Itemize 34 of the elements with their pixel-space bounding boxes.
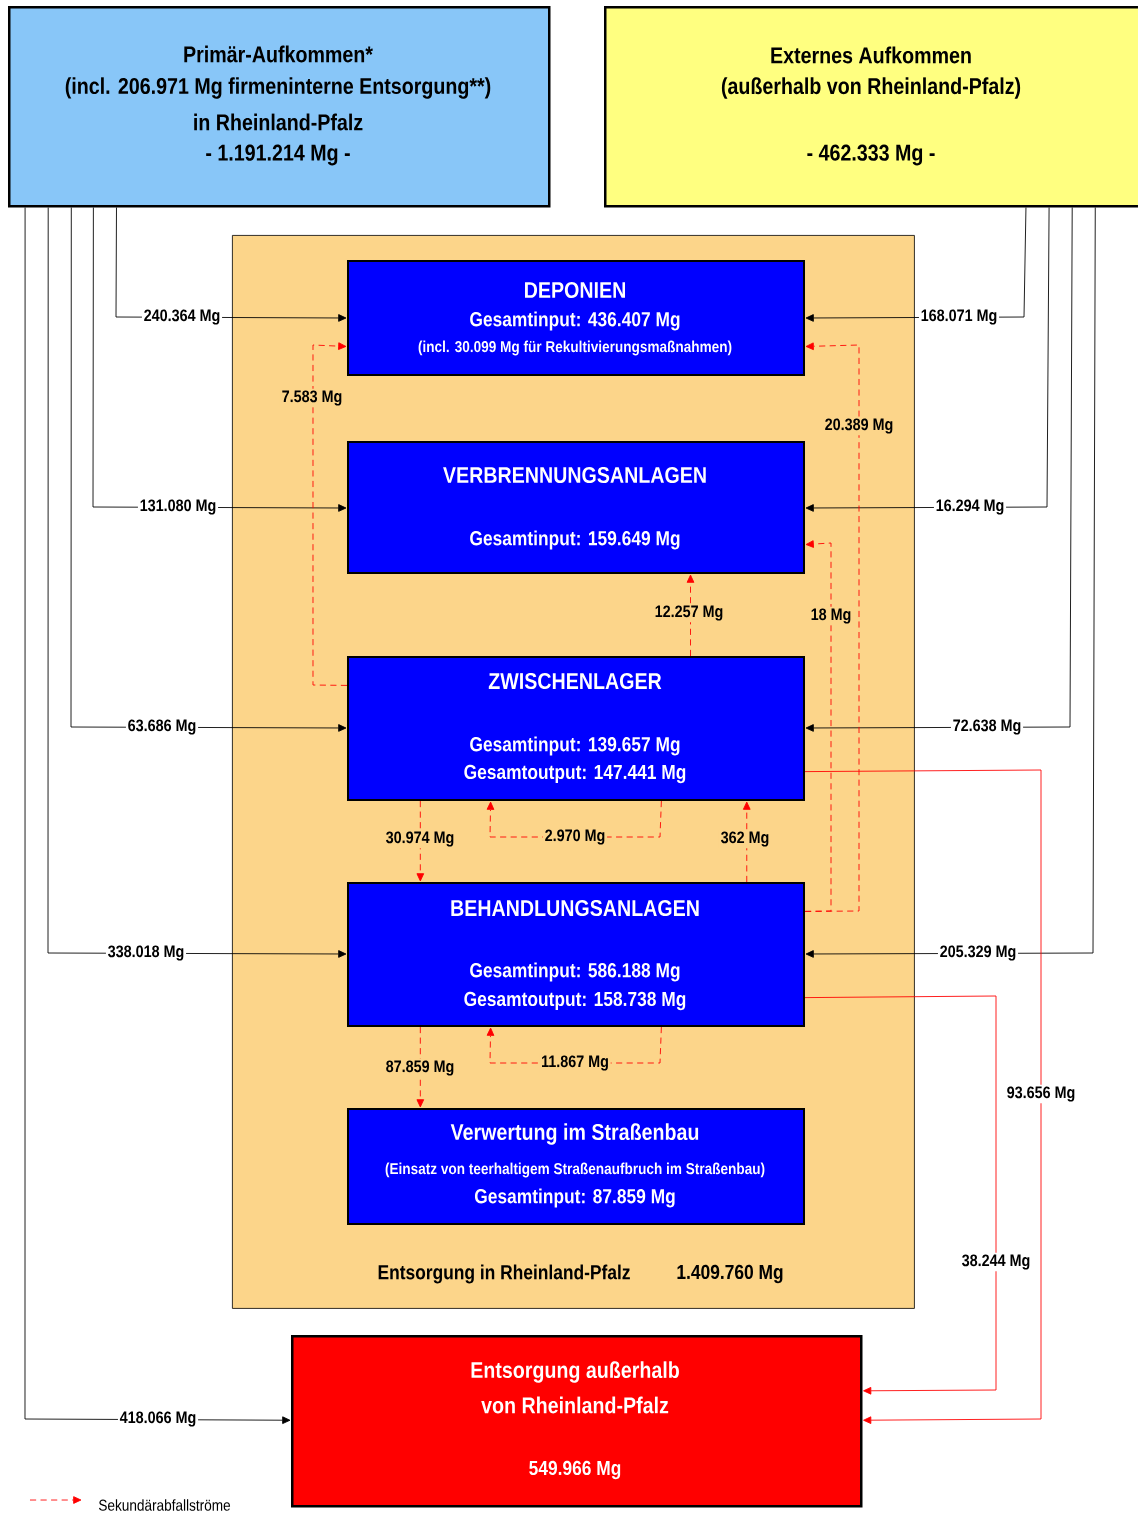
edge-label: 38.244 Mg — [959, 1252, 1033, 1272]
edge-label: 72.638 Mg — [950, 717, 1024, 737]
arrow — [24, 207, 291, 1425]
facility-box: BEHANDLUNGSANLAGEN Gesamtinput: 586.188 Mg Gesamtoutput: 158.738 Mg — [347, 882, 805, 1027]
edge-label: 418.066 Mg — [117, 1409, 199, 1429]
facility-box: DEPONIEN Gesamtinput: 436.407 Mg (incl. 30.099 Mg für Rekultivierungsmaßnahmen) — [347, 260, 805, 376]
facility-box: VERBRENNUNGSANLAGEN Gesamtinput: 159.649 Mg — [347, 441, 805, 574]
edge-label: 131.080 Mg — [137, 497, 219, 517]
arrow — [804, 342, 860, 912]
source-box: Externes Aufkommen (außerhalb von Rheinland-Pfalz) - 462.333 Mg - — [604, 6, 1138, 208]
edge-label: 93.656 Mg — [1004, 1084, 1078, 1104]
edge-label: 338.018 Mg — [105, 943, 187, 963]
arrow — [804, 540, 832, 912]
destination-box: Entsorgung außerhalb von Rheinland-Pfalz 549.966 Mg — [291, 1335, 863, 1508]
arrow — [47, 207, 347, 958]
arrow — [312, 342, 348, 686]
edge-label: 240.364 Mg — [141, 307, 223, 327]
arrow — [805, 207, 1096, 958]
facility-box: ZWISCHENLAGER Gesamtinput: 139.657 Mg Gesamtoutput: 147.441 Mg — [347, 656, 805, 801]
arrow — [416, 1026, 425, 1108]
arrow — [804, 769, 1042, 1424]
arrow — [70, 207, 347, 732]
source-box: Primär-Aufkommen* (incl. 206.971 Mg firmeninterne Entsorgung**) in Rheinland-Pfalz - 1.191.214 Mg - — [8, 6, 551, 208]
arrow — [416, 800, 425, 882]
arrow — [686, 574, 695, 657]
legend-text: Sekundärabfallströme — [98, 1499, 231, 1511]
arrow — [742, 801, 751, 883]
edge-label: 168.071 Mg — [918, 307, 1000, 327]
edge-label: 63.686 Mg — [125, 717, 199, 737]
arrow — [804, 995, 997, 1395]
edge-label: 16.294 Mg — [933, 497, 1007, 517]
facility-box: Verwertung im Straßenbau (Einsatz von teerhaltigem Straßenaufbruch im Straßenbau) Gesamtinput: 87.859 Mg — [347, 1108, 805, 1225]
arrow — [805, 207, 1073, 732]
edge-label: 205.329 Mg — [937, 943, 1019, 963]
